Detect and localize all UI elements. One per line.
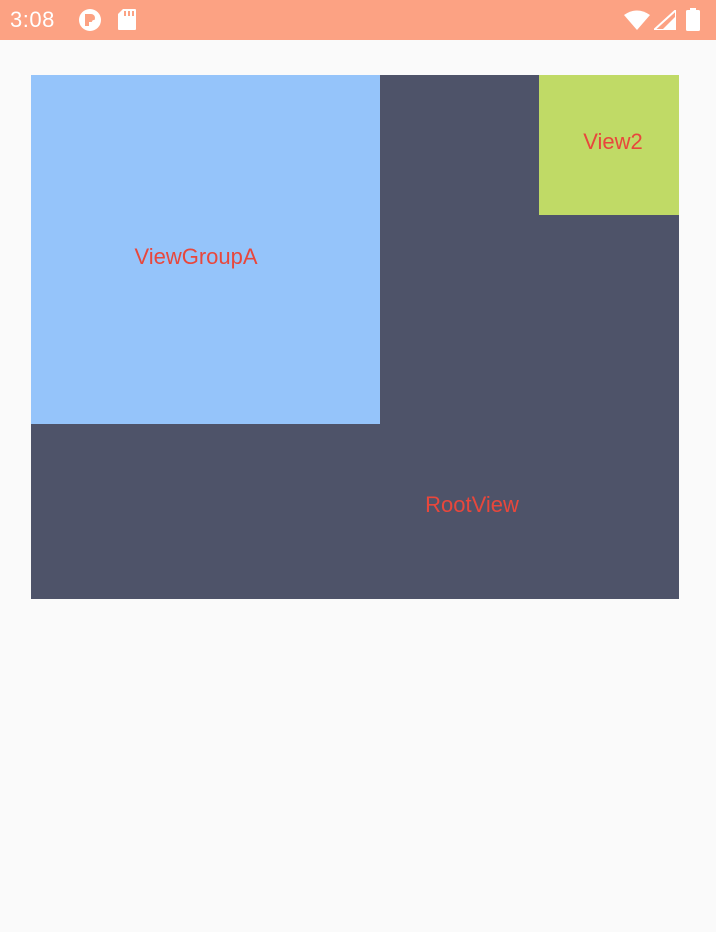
sd-card-icon <box>118 9 136 30</box>
battery-icon <box>686 8 700 31</box>
view2[interactable]: View2 <box>539 75 679 215</box>
wifi-icon <box>624 10 650 30</box>
root-view-label: RootView <box>425 492 519 517</box>
root-view[interactable]: ViewGroupA View2 RootView <box>31 75 679 599</box>
status-bar: 3:08 <box>0 0 716 40</box>
app-notification-icon <box>79 9 101 31</box>
view-group-a[interactable]: ViewGroupA <box>31 75 380 424</box>
cell-signal-icon <box>654 10 676 30</box>
status-time: 3:08 <box>10 7 55 32</box>
view-group-a-label: ViewGroupA <box>134 244 258 269</box>
view2-label: View2 <box>583 129 643 154</box>
